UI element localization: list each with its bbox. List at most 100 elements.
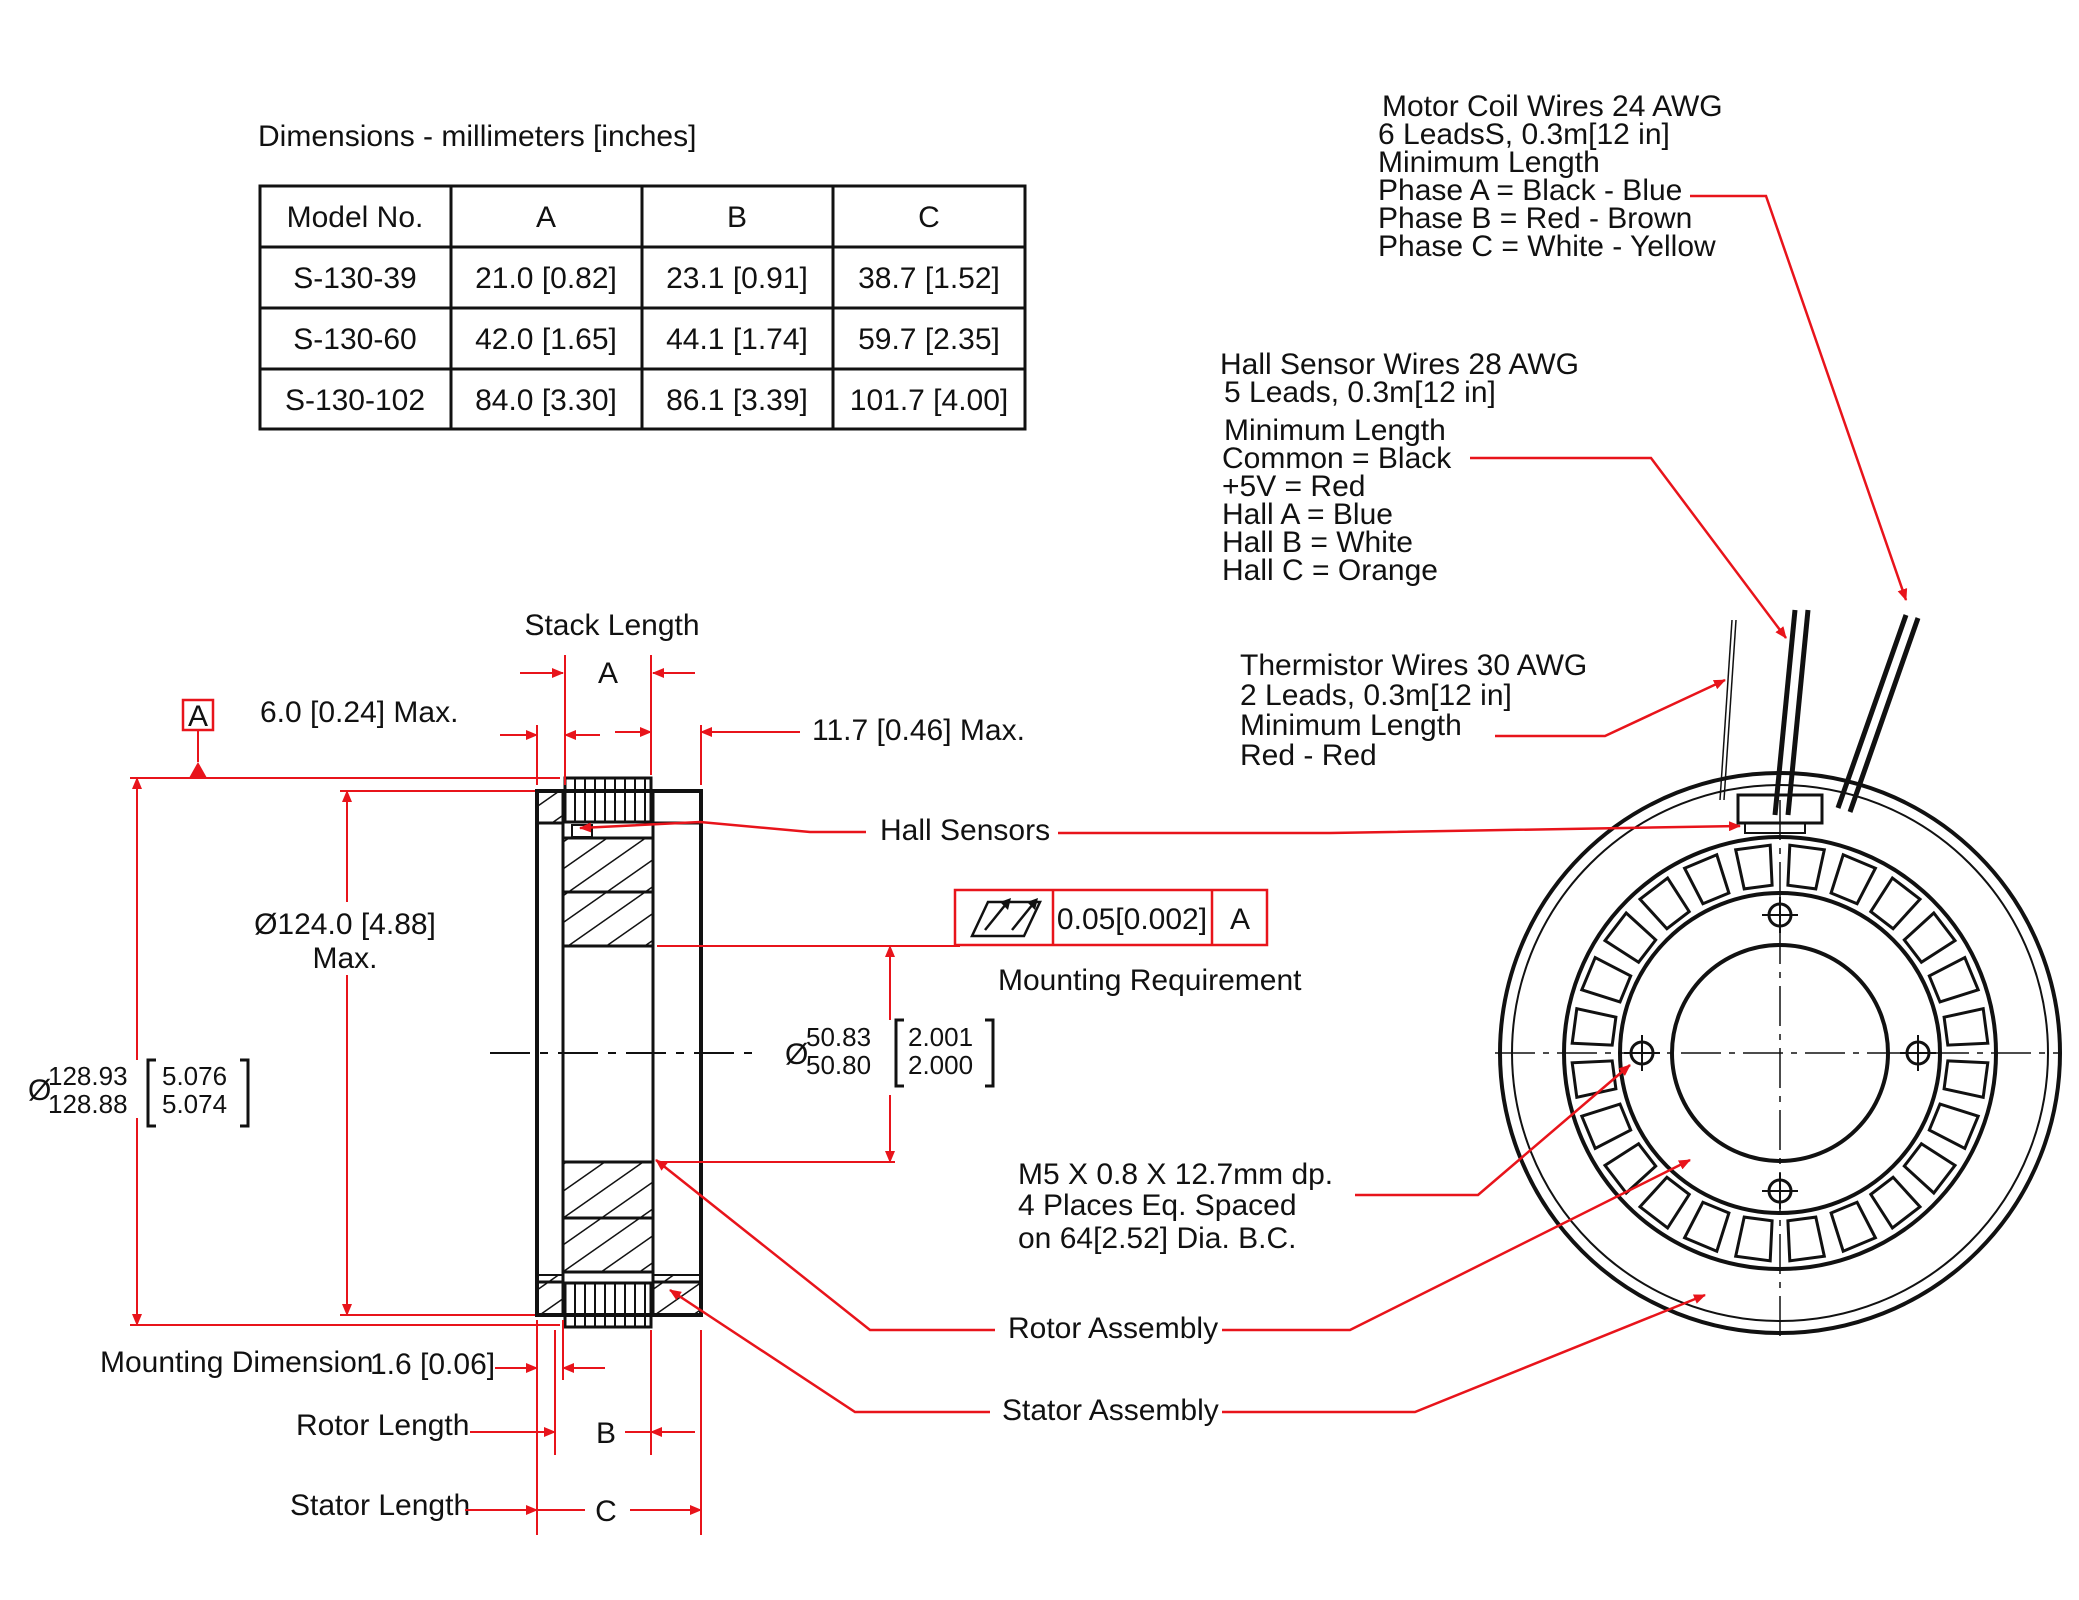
- stator-lam-top: [561, 836, 655, 894]
- stator-slot: [1927, 1102, 1981, 1151]
- table-cell: 21.0 [0.82]: [475, 262, 617, 295]
- dim-1-6-label: 1.6 [0.06]: [370, 1348, 495, 1381]
- total-runout-icon: [970, 898, 1042, 938]
- coil-wires: [1835, 614, 1909, 809]
- stator-slot: [1579, 955, 1633, 1004]
- stator-length-label: Stator Length: [290, 1489, 470, 1522]
- thermistor-wires: [1719, 619, 1733, 801]
- stator-slot: [1868, 875, 1923, 931]
- dia-124-label: Ø124.0 [4.88]: [254, 908, 436, 941]
- table-cell: 101.7 [4.00]: [850, 384, 1008, 417]
- dim-c-label: C: [595, 1495, 617, 1528]
- mounting-requirement-label: Mounting Requirement: [998, 964, 1302, 997]
- stator-slot: [1733, 1215, 1774, 1263]
- stack-length-label: Stack Length: [524, 609, 699, 642]
- note-line: Minimum Length: [1240, 709, 1462, 742]
- stator-slot: [1942, 1006, 1990, 1047]
- table-cell: 86.1 [3.39]: [666, 384, 808, 417]
- dia-128-upper: 128.93: [48, 1061, 128, 1091]
- dimensions-table: Dimensions - millimeters [inches] Model …: [258, 120, 1027, 431]
- stator-slot: [1570, 1006, 1618, 1047]
- table-cell: 42.0 [1.65]: [475, 323, 617, 356]
- max-11-label: 11.7 [0.46] Max.: [812, 714, 1025, 747]
- stator-slot: [1942, 1059, 1990, 1100]
- rotor-assembly-label: Rotor Assembly: [1008, 1312, 1218, 1345]
- stator-slot: [1786, 1215, 1827, 1263]
- table-cell: S-130-60: [293, 323, 416, 356]
- stator-slot: [1733, 843, 1774, 891]
- table-cell: 38.7 [1.52]: [858, 262, 1000, 295]
- table-cell: 84.0 [3.30]: [475, 384, 617, 417]
- hall-sensors-label: Hall Sensors: [880, 814, 1050, 847]
- dia-50-upper: 50.83: [806, 1022, 871, 1052]
- note-line: +5V = Red: [1222, 470, 1365, 503]
- stator-slot: [1602, 1141, 1658, 1196]
- stator-slot: [1579, 1102, 1633, 1151]
- rotor-length-label: Rotor Length: [296, 1409, 469, 1442]
- stator-slot: [1570, 1059, 1618, 1100]
- stator-slot: [1682, 852, 1731, 906]
- table-header-b: B: [727, 201, 747, 234]
- dia-50-lower: 50.80: [806, 1050, 871, 1080]
- table-header-c: C: [918, 201, 940, 234]
- stator-slots: [1570, 843, 1990, 1263]
- coil-end-top: [563, 776, 653, 824]
- dia-50-in-lower: 2.000: [908, 1050, 973, 1080]
- motor-coil-note: Motor Coil Wires 24 AWG 6 LeadsS, 0.3m[1…: [1378, 90, 1723, 263]
- stator-assembly-label: Stator Assembly: [1002, 1394, 1219, 1427]
- stator-lam-bottom: [561, 1216, 655, 1274]
- note-line: Phase A = Black - Blue: [1378, 174, 1682, 207]
- coil-end-bottom: [563, 1281, 653, 1329]
- m5-note-line: 4 Places Eq. Spaced: [1018, 1189, 1297, 1222]
- stator-slot: [1829, 852, 1878, 906]
- note-line: Red - Red: [1240, 739, 1377, 772]
- stator-slot: [1902, 910, 1958, 965]
- note-line: Minimum Length: [1378, 146, 1600, 179]
- hall-wires: [1772, 609, 1798, 816]
- dim-a-label: A: [598, 657, 618, 690]
- table-header-a: A: [536, 201, 556, 234]
- stator-slot: [1637, 875, 1692, 931]
- side-view-dimensions: Stack Length A A 6.0 [0.24] Max. 11.7 [0…: [28, 609, 1302, 1535]
- note-line: Motor Coil Wires 24 AWG: [1382, 90, 1723, 123]
- stator-slot: [1786, 843, 1827, 891]
- table-cell: 44.1 [1.74]: [666, 323, 808, 356]
- table-cell: S-130-39: [293, 262, 416, 295]
- note-line: 5 Leads, 0.3m[12 in]: [1224, 376, 1496, 409]
- dia-128-in-upper: 5.076: [162, 1061, 227, 1091]
- mount-hole-icon: [1762, 897, 1798, 933]
- stator-slot: [1602, 910, 1658, 965]
- note-line: Thermistor Wires 30 AWG: [1240, 649, 1587, 682]
- m5-note-line: M5 X 0.8 X 12.7mm dp.: [1018, 1158, 1333, 1191]
- tolerance-datum: A: [1230, 903, 1250, 936]
- tolerance-value: 0.05[0.002]: [1057, 903, 1207, 936]
- stator-slot: [1927, 955, 1981, 1004]
- table-cell: 23.1 [0.91]: [666, 262, 808, 295]
- note-line: Hall B = White: [1222, 526, 1413, 559]
- stator-slot: [1829, 1200, 1878, 1254]
- dim-b-label: B: [596, 1417, 616, 1450]
- dia-128-symbol: Ø: [28, 1074, 51, 1107]
- mounting-dimension-label: Mounting Dimension: [100, 1346, 373, 1379]
- front-view: [1495, 609, 2062, 1340]
- dia-124-max-label: Max.: [312, 942, 377, 975]
- note-line: 6 LeadsS, 0.3m[12 in]: [1378, 118, 1670, 151]
- dia-50-in-upper: 2.001: [908, 1022, 973, 1052]
- note-line: Hall C = Orange: [1222, 554, 1438, 587]
- table-cell: 59.7 [2.35]: [858, 323, 1000, 356]
- hall-sensor-note: Hall Sensor Wires 28 AWG 5 Leads, 0.3m[1…: [1220, 348, 1579, 587]
- datum-a-label: A: [188, 700, 208, 733]
- note-line: Minimum Length: [1224, 414, 1446, 447]
- stator-slot: [1902, 1141, 1958, 1196]
- dia-128-lower: 128.88: [48, 1089, 128, 1119]
- tolerance-frame: 0.05[0.002] A: [953, 888, 1269, 947]
- m5-note-line: on 64[2.52] Dia. B.C.: [1018, 1222, 1297, 1255]
- table-header-model: Model No.: [287, 201, 424, 234]
- stator-slot: [1682, 1200, 1731, 1254]
- side-view: [490, 776, 760, 1329]
- table-caption: Dimensions - millimeters [inches]: [258, 120, 696, 153]
- note-line: Phase C = White - Yellow: [1378, 230, 1716, 263]
- leader-lines: Hall Sensors M5 X 0.8 X 12.7mm dp. 4 Pla…: [579, 194, 1908, 1427]
- note-line: Common = Black: [1222, 442, 1452, 475]
